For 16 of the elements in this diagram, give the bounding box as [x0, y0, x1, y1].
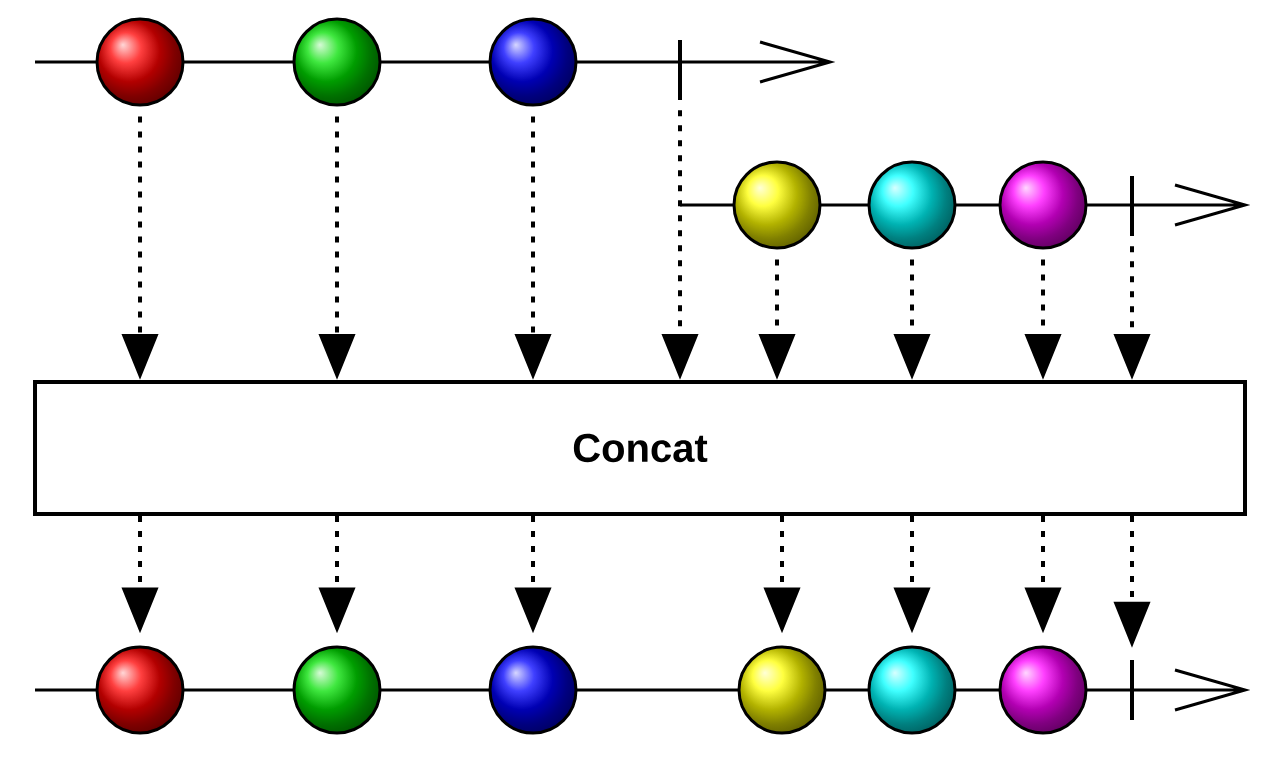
- marble: [998, 645, 1088, 735]
- marble: [998, 160, 1088, 250]
- marble: [732, 160, 822, 250]
- marble: [867, 645, 957, 735]
- completion-tick: [1130, 660, 1134, 720]
- operator-box: Concat: [33, 380, 1247, 516]
- marble: [867, 160, 957, 250]
- marble: [95, 17, 185, 107]
- completion-tick: [1130, 176, 1134, 236]
- marble: [292, 17, 382, 107]
- marble: [95, 645, 185, 735]
- completion-tick: [678, 40, 682, 100]
- marble: [737, 645, 827, 735]
- marble: [488, 17, 578, 107]
- marble: [292, 645, 382, 735]
- marble: [488, 645, 578, 735]
